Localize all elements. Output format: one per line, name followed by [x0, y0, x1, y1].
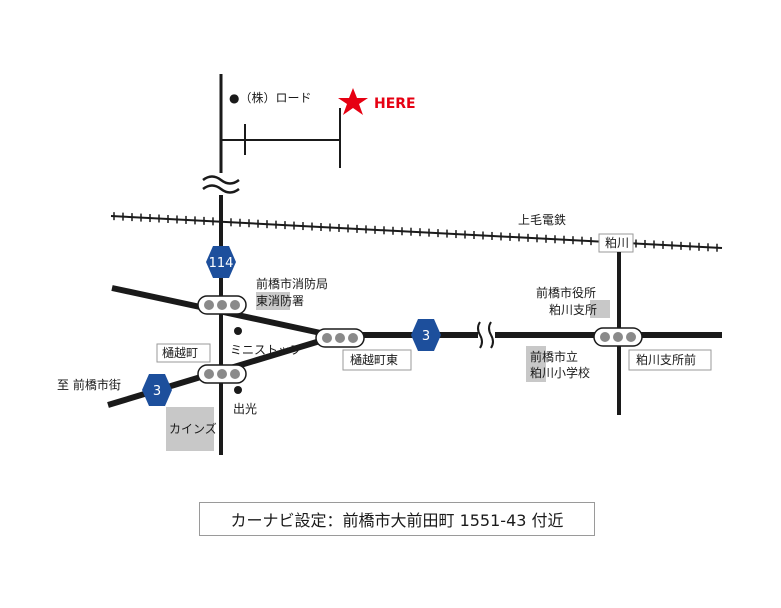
fire-station-line1: 前橋市消防局 [256, 276, 328, 291]
ministop-marker: ミニストップ [230, 327, 302, 357]
railway-label: 上毛電鉄 [518, 212, 566, 227]
intersection-higoshi-east: 樋越町東 [342, 349, 412, 371]
car-navigation-setting: カーナビ設定：前橋市大前田町 1551-43 付近 [199, 502, 595, 536]
fire-station: 前橋市消防局 東消防署 [256, 276, 328, 310]
car-nav-text: カーナビ設定：前橋市大前田町 1551-43 付近 [230, 511, 564, 530]
higoshi-east-label: 樋越町東 [350, 352, 398, 367]
cainz-store: カインズ [166, 407, 217, 451]
city-office-line2: 粕川支所 [549, 302, 597, 317]
company-marker: ●（株）ロード [229, 90, 311, 105]
intersection-kasukawa-branch: 粕川支所前 [628, 349, 712, 371]
city-office: 前橋市役所 粕川支所 [536, 285, 610, 318]
here-marker: HERE [338, 88, 416, 115]
fire-station-line2: 東消防署 [256, 293, 304, 308]
route-3-shield-east: 3 [411, 319, 441, 351]
station-kasukawa: 粕川 [598, 233, 634, 253]
route-3-label: 3 [153, 384, 161, 399]
traffic-signal-icon [315, 328, 365, 348]
road-break-symbol [477, 321, 494, 349]
road-break-symbol [202, 175, 240, 194]
here-label: HERE [374, 96, 416, 112]
school-line2: 粕川小学校 [530, 365, 590, 380]
route-3-label: 3 [422, 329, 430, 344]
traffic-signal-icon [197, 364, 247, 384]
ministop-label: ミニストップ [230, 343, 302, 357]
traffic-signal-icon [197, 295, 247, 315]
route-114-shield: 114 [206, 246, 236, 278]
higoshi-label: 樋越町 [162, 345, 198, 360]
dot-icon [234, 386, 242, 394]
city-office-line1: 前橋市役所 [536, 285, 596, 300]
idemitsu-label: 出光 [233, 402, 257, 416]
access-road [221, 108, 341, 168]
route-3-shield-west: 3 [142, 374, 172, 406]
dot-icon [234, 327, 242, 335]
cainz-label: カインズ [169, 421, 217, 436]
station-label: 粕川 [605, 235, 629, 250]
kasukawa-branch-label: 粕川支所前 [636, 352, 696, 367]
elementary-school: 前橋市立 粕川小学校 [526, 346, 590, 382]
route-114-label: 114 [209, 256, 234, 271]
company-label: ●（株）ロード [229, 90, 311, 105]
intersection-higoshi: 樋越町 [156, 343, 211, 363]
school-line1: 前橋市立 [530, 349, 578, 364]
to-maebashi-label: 至 前橋市街 [57, 377, 121, 392]
idemitsu-marker: 出光 [233, 386, 257, 416]
star-icon [338, 88, 368, 115]
traffic-signal-icon [593, 327, 643, 347]
